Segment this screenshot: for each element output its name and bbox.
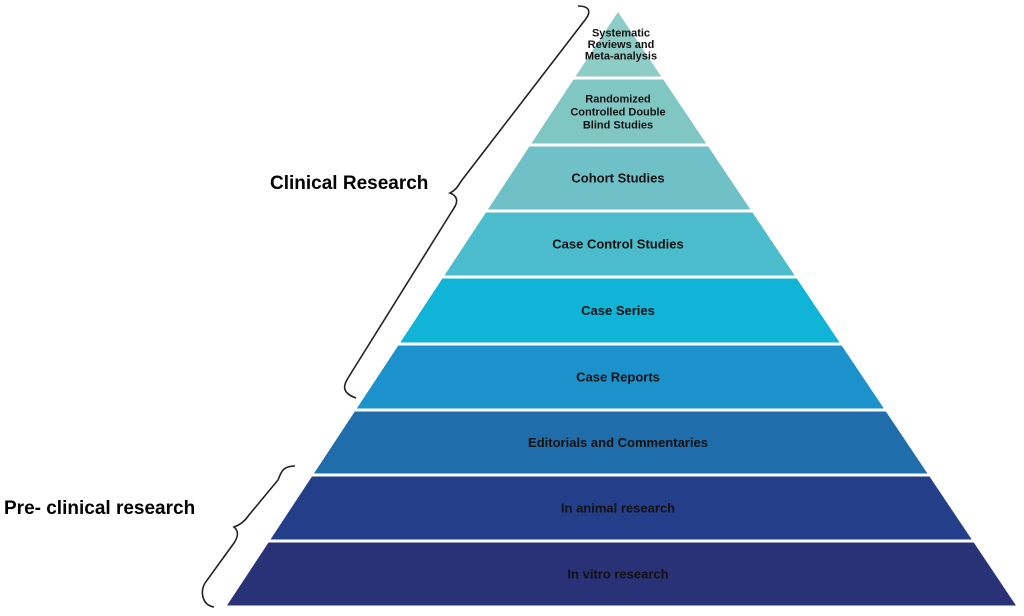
pyramid-level-9-label-line-1: In vitro research bbox=[567, 567, 668, 582]
clinical-research-label: Clinical Research bbox=[270, 173, 428, 194]
pyramid-level-7 bbox=[313, 411, 928, 474]
pyramid-level-2-label-line-1: Randomized bbox=[585, 94, 650, 106]
pyramid-level-3-label-line-1: Cohort Studies bbox=[571, 171, 664, 186]
pyramid-level-6 bbox=[356, 345, 884, 409]
preclinical-research-label: Pre- clinical research bbox=[4, 498, 195, 519]
pyramid-level-8 bbox=[270, 476, 972, 540]
pyramid-level-1-label-line-2: Reviews and bbox=[588, 39, 655, 51]
clinical-research-brace bbox=[343, 5, 590, 399]
pyramid-level-1-label-line-1: Systematic bbox=[592, 28, 650, 40]
pyramid-level-1 bbox=[575, 12, 662, 77]
pyramid-level-4 bbox=[444, 212, 795, 276]
pyramid-level-2-label-line-2: Controlled Double bbox=[570, 107, 665, 119]
pyramid-level-4-label-line-1: Case Control Studies bbox=[552, 237, 683, 252]
pyramid-level-3 bbox=[487, 146, 751, 210]
pyramid-level-7-label-line-1: Editorials and Commentaries bbox=[528, 435, 708, 450]
pyramid-level-1-label-line-3: Meta-analysis bbox=[585, 51, 657, 63]
pyramid-level-2-label-line-3: Blind Studies bbox=[583, 120, 653, 132]
preclinical-research-brace bbox=[201, 465, 296, 608]
pyramid-level-5 bbox=[400, 278, 840, 343]
pyramid-level-6-label-line-1: Case Reports bbox=[576, 370, 660, 385]
pyramid-level-5-label-line-1: Case Series bbox=[581, 303, 655, 318]
pyramid-level-9 bbox=[226, 542, 1016, 606]
pyramid-level-8-label-line-1: In animal research bbox=[561, 501, 675, 516]
pyramid-level-2 bbox=[531, 79, 707, 144]
